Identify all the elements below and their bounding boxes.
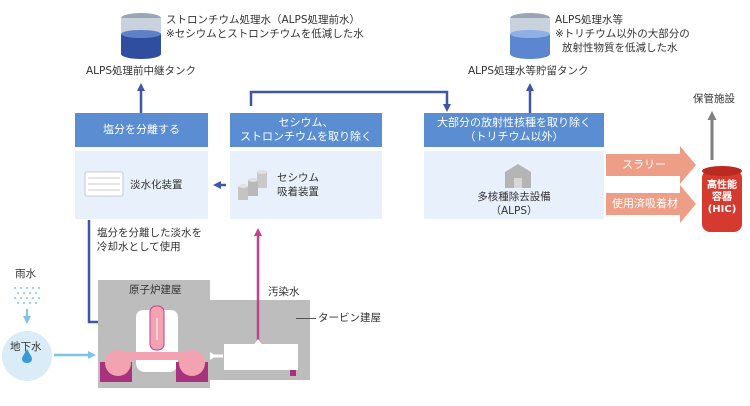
desalination-device-label: 淡水化装置 (130, 179, 183, 191)
alps-building-icon (505, 164, 531, 188)
desalination-panel-header: 塩分を分離する (75, 113, 208, 147)
desalination-device-icon (84, 171, 124, 197)
storage-tank-label: ALPS処理水等貯留タンク (468, 65, 589, 77)
turbine-unit (224, 344, 298, 370)
water-drop-icon (22, 349, 32, 363)
strontium-water-title: ストロンチウム処理水（ALPS処理前水） (166, 14, 361, 26)
alps-treated-storage-tank-icon (510, 13, 550, 59)
flow-line-relay-to-alps (249, 90, 451, 112)
alps-header-text-1: 大部分の放射性核種を取り除く (437, 116, 591, 129)
rain-label: 雨水 (15, 268, 36, 280)
alps-water-title: ALPS処理水等 (555, 14, 624, 26)
storage-facility-label: 保管施設 (693, 93, 735, 105)
turbine-leader-line (296, 318, 316, 319)
hic-label: 高性能 容器 (HIC) (702, 180, 742, 216)
contaminated-water-label: 汚染水 (268, 286, 300, 298)
hic-label-1: 高性能 (707, 180, 737, 191)
alps-water-note-1: ※トリチウム以外の大部分の (555, 28, 690, 40)
cesium-adsorption-icon (238, 170, 267, 200)
alps-header-text-2: （トリチウム以外） (464, 130, 564, 143)
relay-tank-label: ALPS処理前中継タンク (86, 65, 197, 77)
rain-icon (14, 287, 40, 304)
alps-device-label-2: （ALPS） (490, 205, 538, 217)
hic-label-3: (HIC) (707, 204, 737, 215)
turbine-pit (290, 370, 296, 376)
strontium-water-note: ※セシウムとストロンチウムを低減した水 (166, 28, 364, 40)
cesium-header-text-1: セシウム、 (278, 116, 334, 129)
reactor-pipe (118, 352, 192, 360)
turbine-intake-arrow (253, 339, 263, 346)
groundwater-label: 地下水 (10, 341, 42, 353)
reactor-building-label: 原子炉建屋 (129, 284, 182, 296)
adsorbent-arrow-shape (606, 185, 696, 223)
desalination-header-text: 塩分を分離する (103, 123, 180, 136)
cesium-device-label-1: セシウム (277, 172, 319, 184)
alps-water-note-2: 放射性物質を低減した水 (562, 42, 678, 54)
adsorbent-label: 使用済吸着材 (612, 197, 678, 210)
slurry-label: スラリー (622, 158, 666, 171)
hic-container-icon (702, 166, 742, 232)
alps-panel-header: 大部分の放射性核種を取り除く （トリチウム以外） (424, 113, 604, 147)
alps-pre-relay-tank-icon (121, 13, 161, 59)
cesium-device-label-2: 吸着装置 (277, 186, 319, 198)
reuse-note-1: 塩分を分離した淡水を (97, 227, 202, 239)
cesium-panel-header: セシウム、 ストロンチウムを取り除く (230, 113, 382, 147)
slurry-arrow-shape (606, 146, 696, 184)
alps-device-label-1: 多核種除去設備 (477, 191, 551, 203)
reuse-note-2: 冷却水として使用 (97, 241, 181, 253)
hic-label-2: 容器 (712, 192, 732, 203)
cesium-header-text-2: ストロンチウムを取り除く (240, 130, 372, 143)
turbine-building-label: タービン建屋 (318, 312, 381, 324)
